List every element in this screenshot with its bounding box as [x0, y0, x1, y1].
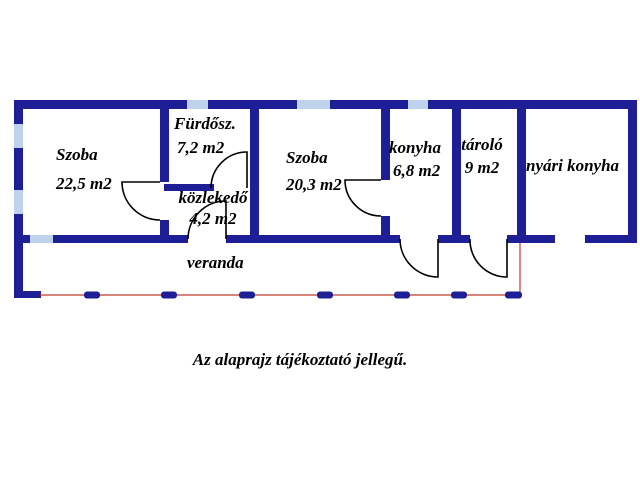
veranda-dashes: [84, 291, 522, 299]
bottom-wall-seg: [14, 235, 30, 243]
door-szoba2-konyha: [344, 179, 382, 217]
room-label-nyari-konyha: nyári konyha: [526, 156, 620, 175]
wall-szoba2-konyha-lower: [381, 216, 390, 243]
door-szoba1-kozlekedo: [121, 181, 161, 221]
room-label-tarolo-area: 9 m2: [464, 158, 500, 177]
walls-layer: [14, 100, 637, 298]
door-swings-layer: [121, 151, 508, 278]
window-left-1: [14, 124, 23, 148]
door-veranda-kozlekedo: [187, 200, 227, 240]
door-konyha-veranda: [399, 238, 439, 278]
room-label-veranda: veranda: [187, 253, 244, 272]
wall-szoba1-kozlekedo-upper: [160, 100, 169, 182]
door-kozlekedo-furdoszoba: [210, 151, 248, 189]
window-left-2: [14, 190, 23, 214]
room-label-szoba2-area: 20,3 m2: [286, 175, 342, 194]
wall-konyha-tarolo: [452, 100, 461, 243]
room-label-szoba1-name: Szoba: [56, 145, 98, 164]
veranda-boundary: [40, 243, 522, 299]
wall-kozlekedo-szoba2: [250, 100, 259, 243]
window-bottom-1: [30, 235, 53, 243]
window-top-2: [297, 100, 330, 109]
bottom-wall-seg: [585, 235, 637, 243]
wall-szoba1-kozlekedo-lower: [160, 220, 169, 243]
window-top-3: [408, 100, 428, 109]
window-top-1: [187, 100, 208, 109]
bottom-wall-seg: [507, 235, 555, 243]
room-label-furdoszoba-name: Fürdősz.: [174, 114, 236, 133]
right-wall: [628, 100, 637, 243]
wall-szoba2-konyha-upper: [381, 100, 390, 180]
bottom-wall-seg: [226, 235, 400, 243]
room-label-kozlekedo-name: közlekedő: [178, 188, 248, 207]
windows-layer: [14, 100, 428, 243]
door-tarolo-veranda: [469, 238, 508, 278]
bottom-wall-seg: [53, 235, 188, 243]
disclaimer-caption: Az alaprajz tájékoztató jellegű.: [192, 350, 408, 369]
left-wall-bottom-stub: [14, 291, 41, 298]
room-label-szoba2-name: Szoba: [286, 148, 328, 167]
room-label-tarolo-name: tároló: [461, 135, 503, 154]
room-label-konyha-name: konyha: [389, 138, 441, 157]
room-label-kozlekedo-area: 4,2 m2: [189, 209, 237, 228]
room-label-furdoszoba-area: 7,2 m2: [177, 138, 225, 157]
room-label-konyha-area: 6,8 m2: [393, 161, 441, 180]
wall-tarolo-nyarikonyha: [517, 100, 526, 243]
room-label-szoba1-area: 22,5 m2: [56, 174, 112, 193]
wall-furdoszoba-kozlekedo: [164, 184, 214, 191]
